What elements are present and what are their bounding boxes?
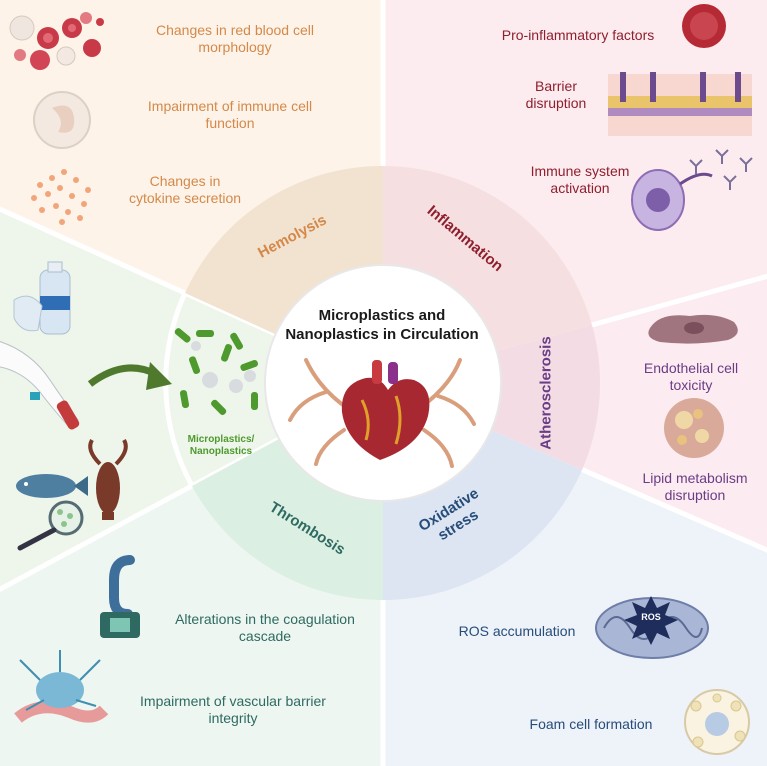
hemolysis-ring	[185, 165, 383, 334]
thrombosis-item-1-line1: Alterations in the coagulation	[175, 611, 355, 627]
hemolysis-item-2-line1: Impairment of immune cell	[147, 98, 313, 114]
inflammation-ring	[383, 166, 592, 351]
inflammation-item-2-line2: disruption	[525, 95, 587, 111]
sector-atherosclerosis: Atherosclerosis	[537, 336, 555, 450]
lobster-icon	[88, 438, 128, 520]
atherosclerosis-item-1-line2: toxicity	[669, 377, 713, 393]
oxidative-item-1: ROS accumulation	[458, 623, 576, 639]
cytokine-dots-icon	[31, 169, 91, 225]
thrombosis-item-2-line1: Impairment of vascular barrier	[140, 693, 326, 709]
barrier-tissue-icon	[608, 72, 752, 136]
microplastics-label-line1: Microplastics/	[187, 434, 255, 445]
hemolysis-item-2: Impairment of immune cell function	[120, 98, 340, 132]
inflammation-item-2-line1: Barrier	[534, 78, 577, 94]
thrombosis-item-2: Impairment of vascular barrier integrity	[126, 693, 340, 727]
hemolysis-item-1-line1: Changes in red blood cell	[156, 22, 314, 38]
immune-cell-icon	[33, 91, 91, 149]
hemolysis-item-3-line2: cytokine secretion	[128, 190, 242, 206]
hemolysis-item-1: Changes in red blood cell morphology	[130, 22, 340, 56]
center-title-line1: Microplastics and	[318, 307, 446, 324]
endothelial-cell-icon	[648, 314, 738, 344]
magnifier-icon	[17, 500, 84, 551]
inflammation-item-2: Barrier disruption	[516, 78, 596, 112]
hemolysis-item-3-line1: Changes in	[149, 173, 221, 189]
fish-icon	[16, 474, 88, 498]
lipid-cell-icon	[664, 398, 724, 458]
oxidative-item-2: Foam cell formation	[529, 716, 653, 732]
macrophage-antibody-icon	[631, 149, 753, 231]
atherosclerosis-item-2-line2: disruption	[664, 487, 726, 503]
atherosclerosis-ring	[491, 325, 601, 470]
mitochondrion-ros-icon	[595, 596, 709, 659]
microplastics-label: Microplastics/ Nanoplastics	[176, 434, 266, 458]
center-title-line2: Nanoplastics in Circulation	[285, 326, 479, 343]
coagulation-tube-icon	[100, 555, 140, 638]
thrombosis-item-2-line2: integrity	[208, 710, 258, 726]
thrombosis-item-1-line2: cascade	[238, 628, 292, 644]
center-title: Microplastics and Nanoplastics in Circul…	[270, 306, 494, 344]
microplastic-particles-icon	[174, 328, 258, 415]
pro-inflammatory-cell-icon	[682, 4, 726, 48]
hemolysis-item-2-line2: function	[205, 115, 255, 131]
ros-badge-label: ROS	[641, 612, 661, 622]
inflammation-item-3: Immune system activation	[530, 163, 630, 197]
vascular-network-icon	[14, 650, 109, 723]
hemolysis-item-1-line2: morphology	[198, 39, 272, 55]
exposure-region	[0, 209, 383, 590]
oxidative-ring	[383, 430, 582, 601]
inflammation-item-1: Pro-inflammatory factors	[501, 27, 655, 43]
atherosclerosis-item-2-line1: Lipid metabolism	[642, 470, 748, 486]
atherosclerosis-item-1: Endothelial cell toxicity	[636, 360, 746, 394]
red-blood-cell-icon	[9, 12, 104, 70]
microplastics-label-line2: Nanoplastics	[189, 446, 253, 457]
arm-blood-draw-icon	[0, 341, 80, 430]
hemolysis-item-3: Changes in cytokine secretion	[105, 173, 265, 207]
arrow-icon	[87, 362, 172, 390]
inflammation-item-3-line1: Immune system	[530, 163, 630, 179]
thrombosis-item-1: Alterations in the coagulation cascade	[160, 611, 370, 645]
inflammation-item-3-line2: activation	[550, 180, 610, 196]
atherosclerosis-item-1-line1: Endothelial cell	[643, 360, 739, 376]
heart-icon	[288, 358, 476, 468]
thrombosis-ring	[192, 439, 383, 600]
plastic-bottle-icon	[13, 261, 71, 335]
atherosclerosis-item-2: Lipid metabolism disruption	[630, 470, 760, 504]
foam-cell-icon	[684, 689, 750, 755]
